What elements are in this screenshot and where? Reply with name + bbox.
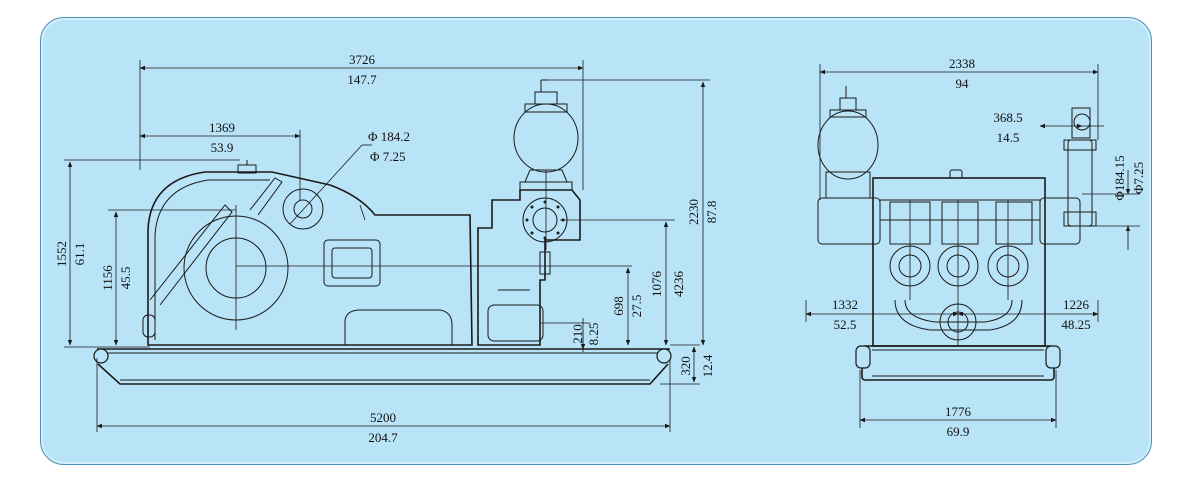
skid-height-in: 12.4	[700, 354, 715, 377]
discharge-height-mm: 1076	[649, 271, 664, 298]
crank-height-mm: 1156	[100, 265, 115, 291]
end-view: 2338 94 368.5 14.5 Φ184.15 Φ7.25 1332 52…	[805, 56, 1146, 439]
end-dimensions	[805, 64, 1140, 428]
drawing-panel	[40, 17, 1152, 465]
frame-height-in: 61.1	[72, 243, 87, 266]
skid-width-mm: 1776	[945, 404, 972, 419]
outlet-offset-in: 14.5	[997, 130, 1020, 145]
right-offset-mm: 1226	[1063, 297, 1090, 312]
outlet-diameter-in: Φ7.25	[1131, 162, 1146, 194]
overall-length-mm: 3726	[349, 52, 376, 67]
skid-length-mm: 5200	[370, 410, 396, 425]
end-skid	[855, 345, 1061, 381]
left-offset-mm: 1332	[832, 297, 858, 312]
side-dimensions	[64, 60, 710, 432]
total-height-in: 87.8	[704, 201, 719, 224]
end-body	[817, 86, 1097, 347]
suction-base-mm: 210	[570, 324, 585, 344]
frame-height-mm: 1552	[54, 241, 69, 267]
suction-base-in: 8.25	[586, 323, 601, 346]
outlet-diameter-mm: Φ184.15	[1112, 155, 1127, 200]
side-view: 3726 147.7 1369 53.9 Φ 184.2 Φ 7.25 1552…	[54, 52, 719, 445]
suction-height-mm: 698	[611, 296, 626, 316]
total-height-mm: 2230	[686, 199, 701, 225]
skid-width-in: 69.9	[947, 424, 970, 439]
skid-length-in: 204.7	[368, 430, 398, 445]
crank-offset-mm: 1369	[209, 120, 235, 135]
discharge-height-in: 4236	[671, 271, 686, 298]
side-labels: 3726 147.7 1369 53.9 Φ 184.2 Φ 7.25 1552…	[54, 52, 719, 445]
crank-height-in: 45.5	[118, 267, 133, 290]
overall-width-mm: 2338	[949, 56, 975, 71]
fluid-end	[477, 79, 581, 346]
flange-diameter-mm: Φ 184.2	[368, 129, 410, 144]
overall-width-in: 94	[956, 76, 970, 91]
suction-height-in: 27.5	[629, 295, 644, 318]
crank-offset-in: 53.9	[211, 140, 234, 155]
left-offset-in: 52.5	[834, 317, 857, 332]
end-labels: 2338 94 368.5 14.5 Φ184.15 Φ7.25 1332 52…	[832, 56, 1146, 439]
right-offset-in: 48.25	[1061, 317, 1090, 332]
overall-length-in: 147.7	[347, 72, 377, 87]
flange-diameter-in: Φ 7.25	[370, 149, 406, 164]
power-end-frame	[142, 160, 473, 346]
outlet-offset-mm: 368.5	[993, 110, 1022, 125]
side-skid	[93, 348, 672, 385]
skid-height-mm: 320	[678, 356, 693, 376]
